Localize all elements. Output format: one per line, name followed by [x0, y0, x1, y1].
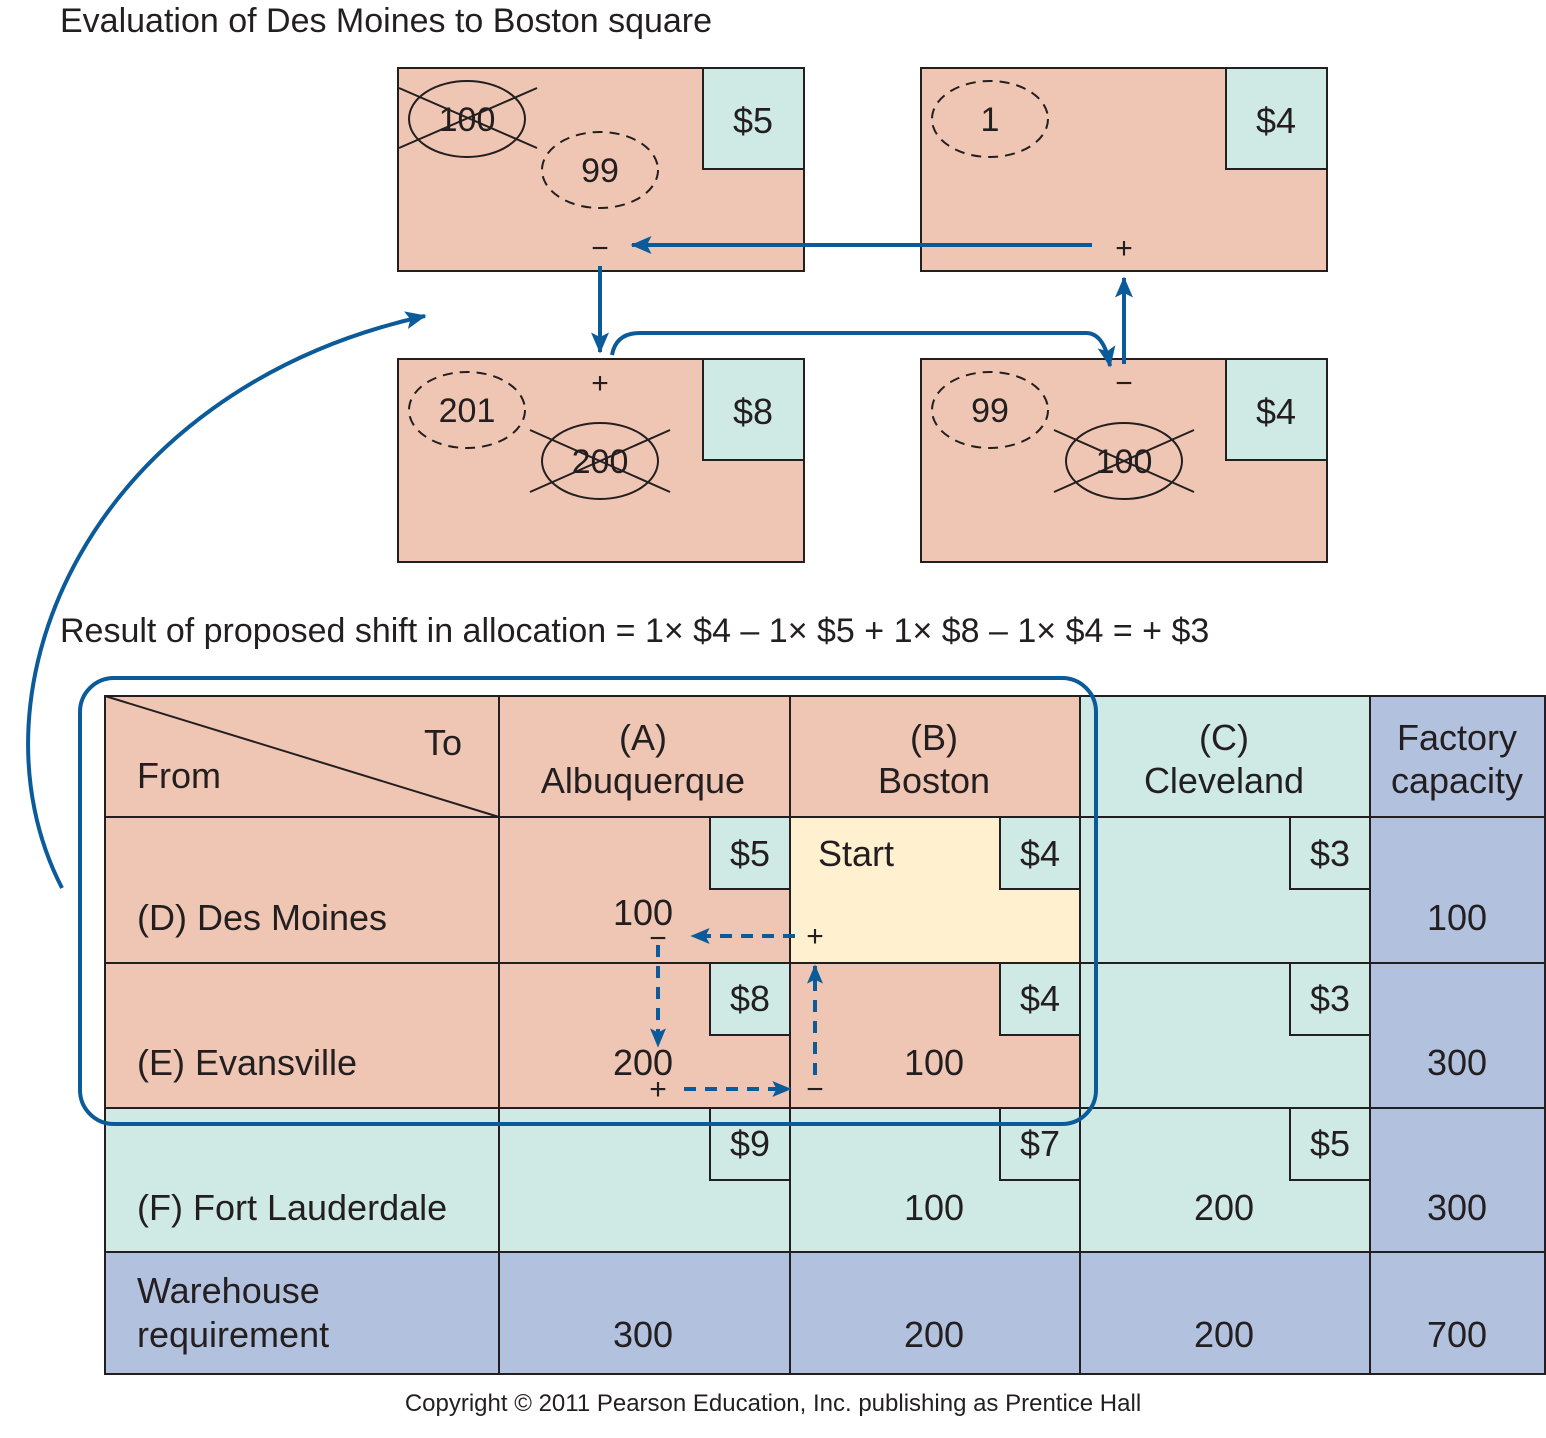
diagram-title: Evaluation of Des Moines to Boston squar…	[60, 2, 713, 40]
cost-fort-lauderdale-boston: $7	[1020, 1123, 1060, 1164]
sign-des-moines-boston: +	[806, 920, 824, 953]
cost-des-moines-cleveland: $3	[1310, 833, 1350, 874]
cost-label: $4	[1256, 391, 1296, 432]
requirement-albuquerque: 300	[613, 1314, 673, 1355]
header-to: To	[424, 722, 462, 763]
sign-label: −	[591, 232, 609, 265]
value-evansville-albuquerque: 200	[613, 1042, 673, 1083]
row-label-des-moines: (D) Des Moines	[137, 897, 387, 938]
evaluation-path-arrows	[26, 236, 1133, 889]
highlight-region	[78, 676, 1098, 1126]
cost-des-moines-boston: $4	[1020, 833, 1060, 874]
arrow-big-curve	[26, 311, 427, 889]
eval-box-top-left: $5 100 99 −	[397, 67, 805, 272]
sign-evansville-albuquerque: +	[649, 1073, 667, 1106]
column-code-a: (A)	[619, 717, 667, 758]
capacity-evansville: 300	[1427, 1042, 1487, 1083]
value-fort-lauderdale-cleveland: 200	[1194, 1187, 1254, 1228]
header-capacity-line2: capacity	[1391, 760, 1523, 801]
sign-label: +	[1115, 232, 1133, 265]
header-from: From	[137, 755, 221, 796]
eval-box-bottom-right: $4 99 100 −	[920, 358, 1328, 563]
transportation-table: To From (A) Albuquerque (B) Boston (C) C…	[104, 695, 1546, 1375]
capacity-fort-lauderdale: 300	[1427, 1187, 1487, 1228]
requirement-cleveland: 200	[1194, 1314, 1254, 1355]
eval-box-top-right: $4 1 +	[920, 67, 1328, 272]
header-capacity-line1: Factory	[1397, 717, 1517, 758]
eval-box-bottom-left: $8 201 200 +	[397, 358, 805, 563]
new-value: 99	[971, 392, 1009, 430]
value-fort-lauderdale-boston: 100	[904, 1187, 964, 1228]
cost-fort-lauderdale-albuquerque: $9	[730, 1123, 770, 1164]
column-code-c: (C)	[1199, 717, 1249, 758]
sign-label: −	[1115, 367, 1133, 400]
new-value: 201	[439, 392, 496, 430]
arrow-right-curve	[610, 331, 1116, 368]
column-name-cleveland: Cleveland	[1144, 760, 1304, 801]
value-evansville-boston: 100	[904, 1042, 964, 1083]
column-name-albuquerque: Albuquerque	[541, 760, 745, 801]
requirement-total: 700	[1427, 1314, 1487, 1355]
cost-evansville-cleveland: $3	[1310, 978, 1350, 1019]
requirement-label-line1: Warehouse	[137, 1270, 320, 1311]
cost-label: $4	[1256, 100, 1296, 141]
cost-evansville-albuquerque: $8	[730, 978, 770, 1019]
stepping-stone-path	[650, 928, 823, 1097]
result-formula: Result of proposed shift in allocation =…	[60, 612, 1210, 650]
new-value: 99	[581, 152, 619, 190]
requirement-boston: 200	[904, 1314, 964, 1355]
cost-evansville-boston: $4	[1020, 978, 1060, 1019]
cost-des-moines-albuquerque: $5	[730, 833, 770, 874]
copyright-notice: Copyright © 2011 Pearson Education, Inc.…	[404, 1390, 1142, 1417]
cost-fort-lauderdale-cleveland: $5	[1310, 1123, 1350, 1164]
capacity-des-moines: 100	[1427, 897, 1487, 938]
start-label: Start	[818, 833, 894, 874]
row-label-fort-lauderdale: (F) Fort Lauderdale	[137, 1187, 447, 1228]
new-value: 1	[981, 101, 1000, 139]
column-name-boston: Boston	[878, 760, 990, 801]
crossed-value: 100	[439, 101, 496, 139]
sign-evansville-boston: −	[806, 1073, 824, 1106]
cost-label: $5	[733, 100, 773, 141]
cost-label: $8	[733, 391, 773, 432]
sign-label: +	[591, 367, 609, 400]
row-label-evansville: (E) Evansville	[137, 1042, 357, 1083]
column-code-b: (B)	[910, 717, 958, 758]
value-des-moines-albuquerque: 100	[613, 892, 673, 933]
sign-des-moines-albuquerque: −	[649, 922, 667, 955]
requirement-label-line2: requirement	[137, 1314, 329, 1355]
